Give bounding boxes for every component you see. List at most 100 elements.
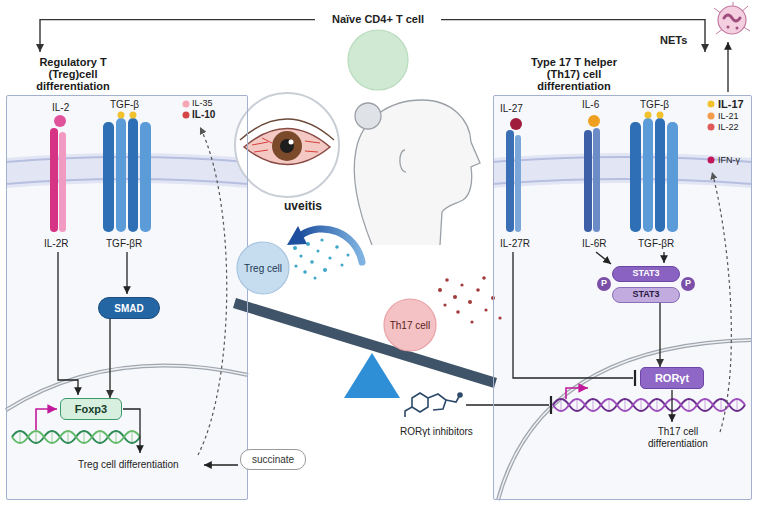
- connector-arrow: [40, 20, 315, 52]
- th17-cytokine-dots: [498, 316, 501, 319]
- cell-membrane: [493, 153, 752, 188]
- cell-circle: Th17 cell: [383, 298, 437, 352]
- treg-cytokine-dots: [317, 250, 320, 253]
- tgfb-receptor: [655, 118, 665, 232]
- cell-outline: [348, 30, 408, 90]
- inhibitor-molecule: [405, 393, 462, 417]
- phosphate-label: P: [597, 278, 611, 289]
- treg-cytokine-dots: [303, 270, 307, 274]
- drug-label: RORγt inhibitors: [400, 426, 473, 438]
- dna-helix: [553, 399, 745, 411]
- il6-receptor: [584, 130, 592, 232]
- cell-membrane: [493, 179, 752, 184]
- il6-receptor: [584, 115, 600, 232]
- il6-receptor: [588, 115, 600, 127]
- phosphate-circle: [681, 277, 695, 291]
- cytokine-label: IL-22: [718, 122, 739, 133]
- tgfb-receptor: [630, 112, 678, 233]
- il27-receptor: [506, 118, 522, 232]
- cell-outline: [384, 299, 436, 351]
- tgfb-receptor: [118, 112, 125, 119]
- nucleus-envelope: [6, 366, 248, 410]
- balance-arrow: [300, 229, 362, 262]
- tgfb-receptor: [128, 118, 138, 232]
- cell-membrane: [6, 179, 248, 184]
- box-label: succinate: [252, 454, 294, 465]
- nets-illustration: [736, 27, 739, 30]
- nets-illustration: [714, 2, 750, 34]
- panel-ground: [6, 95, 752, 500]
- tgfb-receptor: [657, 112, 664, 119]
- il27-receptor: [506, 130, 514, 232]
- ligand-label: IL-27: [500, 103, 523, 115]
- receptor-label: IL-6R: [582, 238, 606, 250]
- cytokine-label: IL-10: [192, 109, 215, 121]
- signal-arrow: [596, 252, 611, 264]
- signal-arrow: [58, 252, 78, 395]
- box-label: STAT3: [632, 290, 659, 300]
- process-label: Treg cell differentiation: [78, 459, 179, 471]
- signal-arrow: [663, 252, 664, 263]
- th17-cytokine-dots: [482, 276, 486, 280]
- panel-heading: Type 17 T helper (Th17) cell differentia…: [519, 56, 629, 92]
- th17-cytokine-dots: [445, 278, 449, 282]
- inhibitor-molecule: [458, 393, 462, 397]
- cell-label: Th17 cell: [390, 320, 431, 331]
- tgfb-receptor: [645, 112, 652, 119]
- ligand-label: TGF-β: [640, 99, 669, 111]
- th17-cytokine-dots: [456, 310, 460, 314]
- promoter-arrow: [36, 409, 57, 430]
- nucleus-envelope: [498, 340, 752, 500]
- tgfb-receptor: [667, 122, 678, 232]
- nets-illustration: [714, 2, 750, 34]
- signal-arrow: [123, 409, 140, 453]
- receptor-label: IL-27R: [500, 238, 530, 250]
- panel-ground: [6, 95, 248, 500]
- connector-arrow: [441, 20, 705, 52]
- figure-label: uveitis: [284, 199, 322, 213]
- nucleus-envelope: [6, 340, 752, 500]
- treg-cytokine-dots: [293, 238, 350, 279]
- box-label: STAT3: [632, 269, 659, 279]
- treg-cytokine-dots: [314, 277, 317, 280]
- patient-head: [355, 103, 381, 129]
- th17-cytokine-dots: [460, 283, 463, 286]
- connector-arrow: [659, 303, 660, 367]
- ligand-label: TGF-β: [110, 99, 139, 111]
- balance-arrow: [287, 226, 307, 245]
- il2-receptor: [59, 132, 66, 232]
- cytokine-dot: [183, 101, 190, 108]
- il2-receptor: [50, 128, 58, 232]
- uveitis-eye: [289, 140, 294, 145]
- nucleus-envelope: [498, 340, 752, 500]
- cytokine-dot: [708, 157, 715, 164]
- treg-cytokine-dots: [299, 254, 302, 257]
- signal-arrow: [671, 390, 672, 422]
- tgfb-receptor: [630, 122, 641, 232]
- tgfb-receptor: [103, 112, 151, 233]
- connector-arrow: [109, 319, 110, 398]
- gene-box: Foxp3: [60, 398, 122, 420]
- il2-receptor: [54, 115, 66, 127]
- inhibition-line: [634, 370, 636, 386]
- treg-cytokine-dots: [341, 264, 344, 267]
- uveitis-eye: [244, 129, 330, 165]
- uveitis-eye: [235, 93, 339, 197]
- signal-arrow: [58, 42, 728, 465]
- inhibitor-molecule: [428, 394, 446, 410]
- il27-receptor: [510, 118, 522, 130]
- nets-illustration: [724, 15, 740, 21]
- nucleus-envelope: [6, 366, 248, 410]
- cytokine-dot: [708, 113, 715, 120]
- treg-cytokine-dots: [294, 264, 297, 267]
- dna-helix: [12, 399, 745, 443]
- cytokine-label: IL-17: [718, 98, 744, 111]
- protein-pill: SMAD: [98, 297, 160, 319]
- protein-pill: STAT3: [612, 266, 680, 282]
- uveitis-eye: [272, 131, 302, 161]
- cell-outline: [315, 28, 441, 92]
- receptor-label: TGF-βR: [106, 238, 142, 250]
- treg-cytokine-dots: [335, 245, 339, 249]
- dna-helix: [12, 431, 140, 443]
- panel-heading: Regulatory T (Treg)cell differentiation: [18, 56, 128, 92]
